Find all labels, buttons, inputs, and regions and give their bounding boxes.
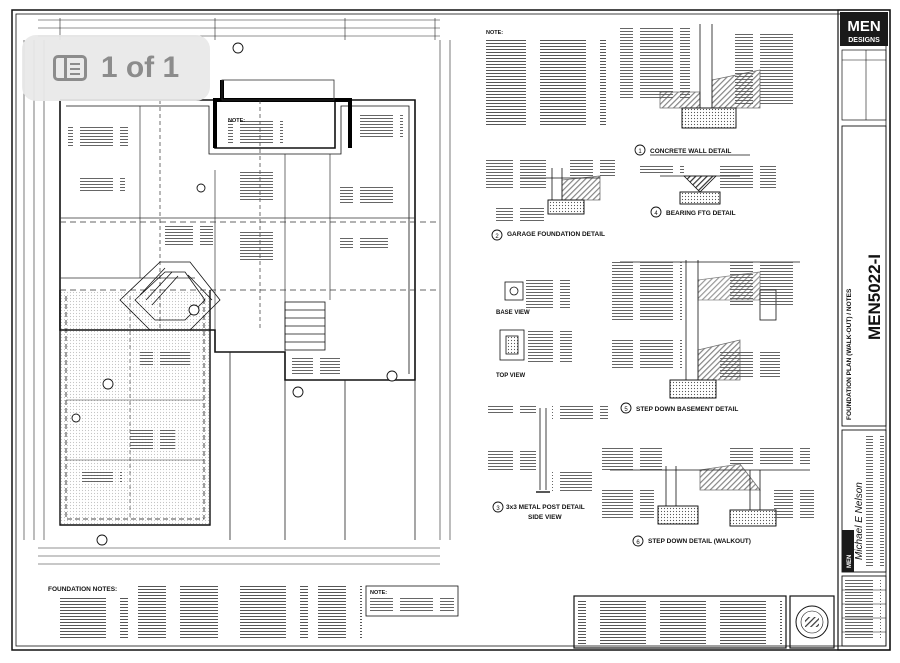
side-view-label: SIDE VIEW (528, 514, 562, 521)
detail-3-title: 3x3 METAL POST DETAIL (506, 504, 585, 511)
copyright-box (573, 595, 835, 649)
brand-logo-top: MEN (847, 18, 880, 35)
detail-1-number: 1 (638, 149, 642, 155)
sheet-number: MEN5022-I (865, 254, 884, 340)
designer-signature: Michael E Nelson (854, 482, 865, 560)
concrete-wall-detail (620, 24, 795, 129)
top-view-label: TOP VIEW (496, 373, 525, 379)
detail-2-number: 2 (495, 234, 499, 240)
garage-foundation-detail (486, 160, 615, 222)
base-view-label: BASE VIEW (496, 310, 530, 316)
sheet-title: FOUNDATION PLAN (WALK-OUT) / NOTES (846, 288, 853, 420)
detail-4-title: BEARING FTG DETAIL (666, 210, 736, 217)
step-down-walkout-detail (602, 448, 814, 527)
metal-post-base (499, 278, 572, 364)
step-down-basement-detail (612, 260, 800, 399)
detail-2-title: GARAGE FOUNDATION DETAIL (507, 231, 605, 238)
metal-post-side (488, 404, 608, 493)
small-logo: MEN (847, 555, 853, 568)
note-box-title: NOTE: (370, 590, 387, 596)
page-indicator[interactable]: 1 of 1 (22, 35, 210, 101)
detail-5-number: 5 (624, 407, 628, 413)
detail-4-number: 4 (654, 211, 658, 217)
general-notes: NOTE: (486, 30, 606, 126)
bearing-ftg-detail (640, 164, 776, 205)
detail-1-title: CONCRETE WALL DETAIL (650, 148, 731, 155)
notes-title: NOTE: (486, 30, 503, 36)
detail-5-title: STEP DOWN BASEMENT DETAIL (636, 406, 738, 413)
page-indicator-text: 1 of 1 (100, 51, 180, 84)
detail-6-title: STEP DOWN DETAIL (WALKOUT) (648, 538, 751, 545)
foundation-notes: FOUNDATION NOTES: NOTE: (48, 584, 459, 638)
pages-icon (52, 55, 87, 81)
plan-note-label: NOTE: (228, 118, 245, 124)
brand-logo-bottom: DESIGNS (848, 37, 880, 44)
detail-6-number: 6 (636, 540, 640, 546)
title-block: MEN DESIGNS FOUNDATION PLAN (WALK-OUT) /… (837, 9, 891, 651)
detail-3-number: 3 (496, 506, 500, 512)
foundation-plan: NOTE: (23, 18, 451, 565)
foundation-notes-title: FOUNDATION NOTES: (48, 586, 117, 593)
